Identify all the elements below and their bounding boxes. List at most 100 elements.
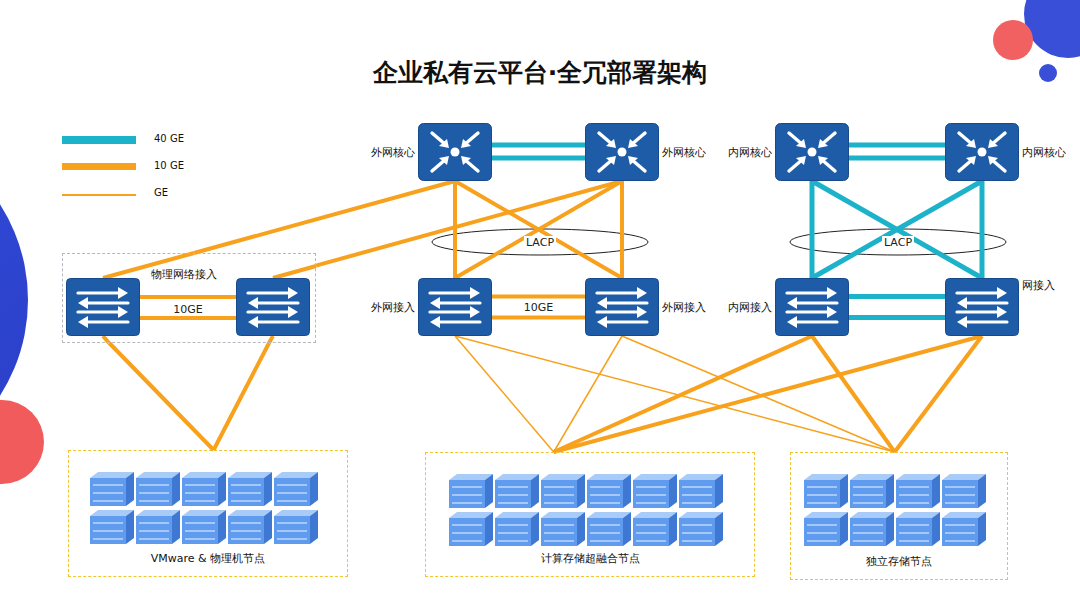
link-label: 10GE [171, 303, 204, 316]
switch-label: 外网核心 [371, 145, 415, 160]
decor-circle [1039, 64, 1057, 82]
network-link [895, 336, 982, 452]
server-group: VMware & 物理机节点 [68, 450, 348, 577]
server-icon [274, 510, 318, 544]
network-link [109, 343, 269, 450]
access-switch: 外网接入 [585, 278, 659, 336]
network-link [980, 181, 985, 278]
server-icon [541, 512, 585, 546]
access-switch-icon [775, 278, 849, 336]
switch-label: 外网接入 [371, 300, 415, 315]
server-icon [90, 510, 134, 544]
legend-swatch [62, 163, 136, 170]
server-group: 计算存储超融合节点 [425, 452, 755, 577]
switch-label: 外网接入 [662, 300, 706, 315]
network-link [849, 145, 945, 158]
network-link [622, 336, 895, 452]
server-icon [896, 474, 940, 508]
network-link [316, 181, 622, 266]
server-icon [587, 512, 631, 546]
network-link [849, 297, 945, 318]
core-switch-icon [585, 123, 659, 181]
server-icon [228, 510, 272, 544]
group-label: VMware & 物理机节点 [69, 551, 347, 566]
diagram-title: 企业私有云平台·全冗部署架构 [0, 56, 1080, 89]
server-icon [679, 474, 723, 508]
link-label: 10GE [522, 301, 555, 314]
decor-circle [1024, 0, 1080, 58]
legend-text: GE [154, 187, 168, 198]
access-switch-icon [945, 278, 1019, 336]
server-icon [633, 474, 677, 508]
network-link [810, 181, 815, 278]
server-icon [274, 472, 318, 506]
server-icon [942, 474, 986, 508]
switch-label: 外网核心 [662, 145, 706, 160]
server-icon [228, 472, 272, 506]
core-switch-icon [945, 123, 1019, 181]
server-icon [587, 474, 631, 508]
server-icon [804, 512, 848, 546]
network-link [492, 145, 585, 158]
group-label: 独立存储节点 [791, 554, 1007, 569]
server-icon [804, 474, 848, 508]
network-link [455, 336, 554, 452]
network-link [194, 181, 455, 253]
group-label: 物理网络接入 [151, 267, 217, 282]
core-switch: 外网核心 [418, 123, 492, 181]
access-switch-icon [418, 278, 492, 336]
access-switch-icon [67, 279, 140, 336]
switch-label: 内网接入 [728, 300, 772, 315]
access-switch: 外网接入 [418, 278, 492, 336]
switch-label: 网接入 [1022, 278, 1055, 293]
legend-text: 40 GE [154, 133, 184, 144]
network-link [455, 336, 895, 452]
network-link [812, 336, 895, 452]
server-icon [182, 510, 226, 544]
network-link [812, 181, 982, 278]
server-icon [495, 512, 539, 546]
server-icon [449, 474, 493, 508]
server-group: 独立存储节点 [790, 452, 1008, 580]
decor-circle [0, 400, 44, 484]
legend-swatch [62, 136, 136, 144]
server-icon [90, 472, 134, 506]
core-switch-icon [418, 123, 492, 181]
server-icon [182, 472, 226, 506]
network-link [812, 181, 982, 278]
lacp-ellipse [432, 229, 648, 255]
lacp-label: LACP [524, 236, 556, 249]
access-switch: 内网接入 [775, 278, 849, 336]
core-switch-icon [775, 123, 849, 181]
server-icon [495, 474, 539, 508]
group-label: 计算存储超融合节点 [426, 551, 754, 566]
server-icon [136, 510, 180, 544]
server-icon [942, 512, 986, 546]
core-switch: 外网核心 [585, 123, 659, 181]
core-switch: 内网核心 [945, 123, 1019, 181]
access-switch: 网接入 [945, 278, 1019, 336]
access-switch-icon [585, 278, 659, 336]
server-icon [449, 512, 493, 546]
server-icon [896, 512, 940, 546]
network-link [455, 181, 622, 278]
server-icon [850, 512, 894, 546]
server-icon [850, 474, 894, 508]
core-switch: 内网核心 [775, 123, 849, 181]
server-icon [679, 512, 723, 546]
network-link [455, 181, 622, 278]
access-switch-icon [237, 279, 310, 336]
legend-line [62, 194, 136, 196]
switch-label: 内网核心 [1022, 145, 1066, 160]
network-link [620, 181, 624, 278]
server-icon [136, 472, 180, 506]
switch-label: 内网核心 [728, 145, 772, 160]
legend-text: 10 GE [154, 160, 184, 171]
network-link [492, 297, 585, 318]
server-icon [541, 474, 585, 508]
network-link [554, 336, 982, 452]
server-icon [633, 512, 677, 546]
switch-group: 物理网络接入 [62, 253, 316, 343]
lacp-label: LACP [882, 236, 914, 249]
decor-circle [993, 20, 1033, 60]
